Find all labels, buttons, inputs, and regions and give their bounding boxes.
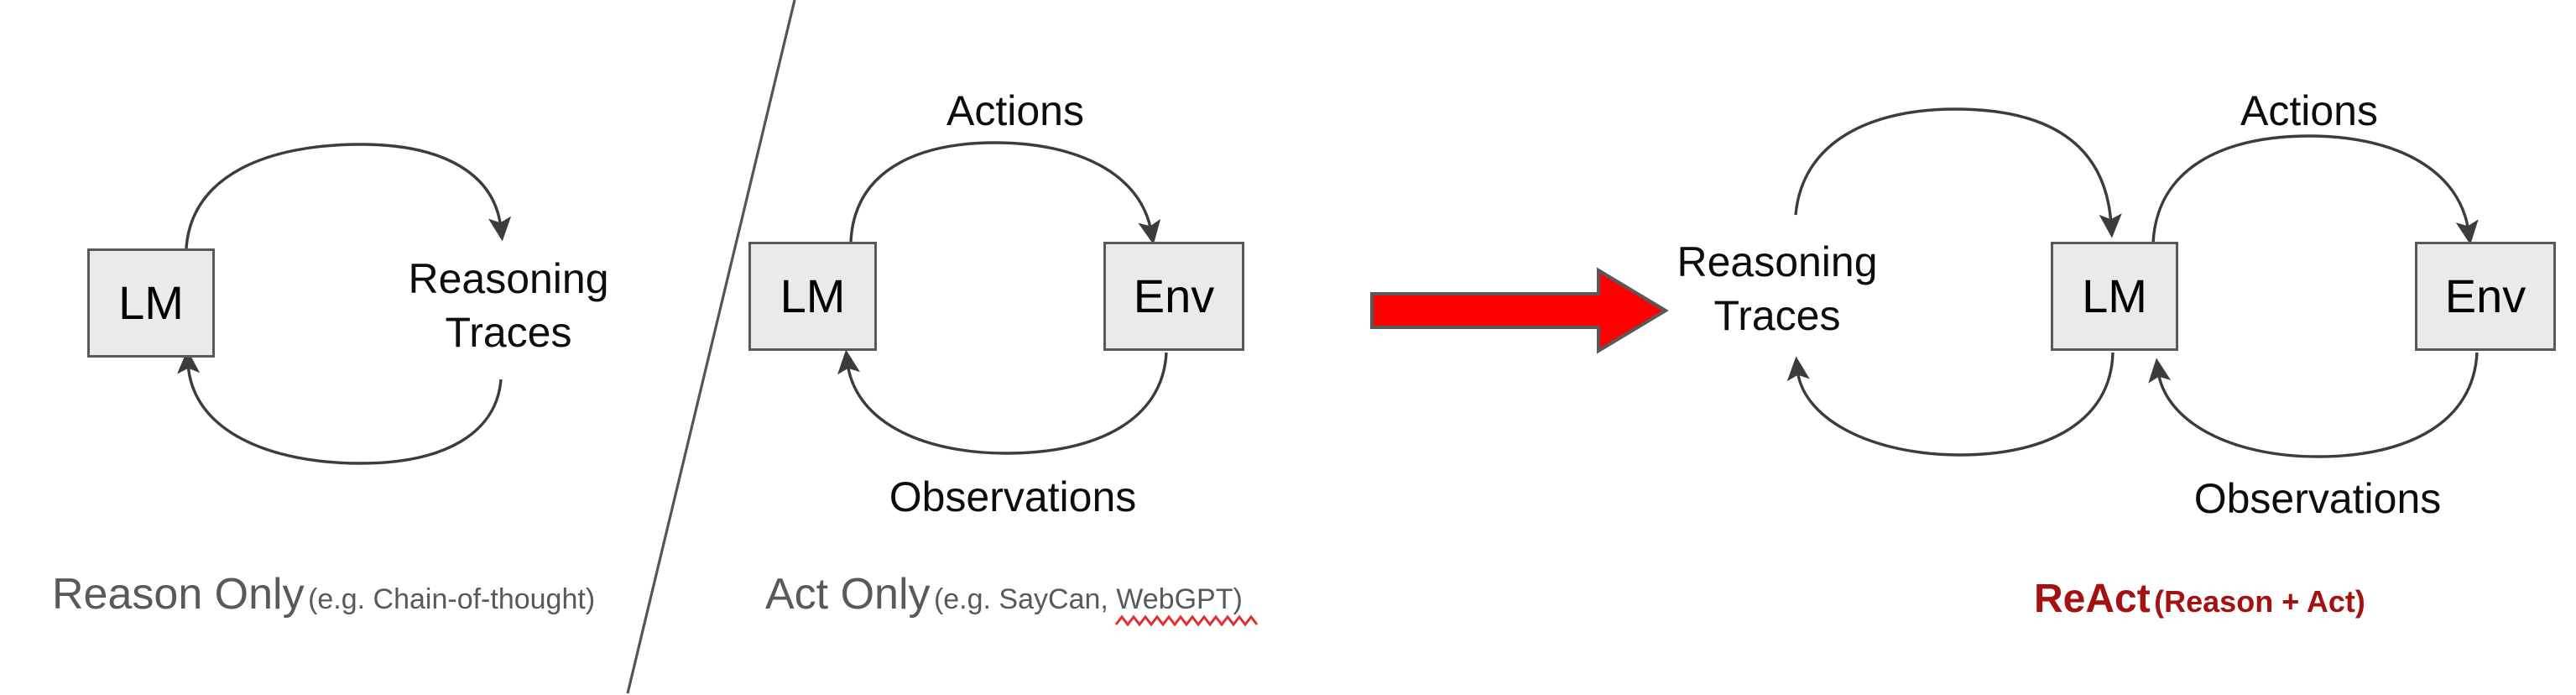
reason-only-reasoning-traces-label: Reasoning Traces <box>408 252 608 359</box>
act-only-caption: Act Only (e.g. SayCan, WebGPT) <box>765 572 1243 616</box>
react-lm-label: LM <box>2082 269 2147 322</box>
react-actions-label: Actions <box>2240 84 2378 138</box>
act-only-observations-label: Observations <box>889 470 1137 524</box>
reason-only-caption-sub: (e.g. Chain-of-thought) <box>308 583 596 615</box>
observations-line-1: Observations <box>889 473 1137 520</box>
reasoning-traces-in-arc <box>177 349 503 465</box>
actions-line-1: Actions <box>946 87 1084 134</box>
react-caption: ReAct (Reason + Act) <box>2034 579 2365 619</box>
react-actions-arc <box>2151 134 2479 245</box>
act-only-lm-box[interactable]: LM <box>748 242 877 351</box>
react-env-label: Env <box>2444 269 2526 322</box>
reason-only-lm-label: LM <box>118 276 184 329</box>
react-reasoning-traces-line-1: Reasoning <box>1676 238 1878 285</box>
act-only-env-box[interactable]: Env <box>1103 242 1244 351</box>
reason-only-caption-main: Reason Only <box>52 570 305 619</box>
react-reasoning-traces-label: Reasoning Traces <box>1676 235 1877 342</box>
react-observations-line-1: Observations <box>2193 475 2442 522</box>
react-caption-main: ReAct <box>2034 577 2151 621</box>
react-reasoning-out-arc <box>1794 107 2122 238</box>
act-observations-arc <box>837 349 1168 455</box>
react-env-box[interactable]: Env <box>2415 242 2556 351</box>
spellcheck-squiggle <box>1114 614 1259 627</box>
act-actions-arc <box>849 141 1161 245</box>
react-caption-sub: (Reason + Act) <box>2154 584 2365 619</box>
act-only-env-label: Env <box>1133 269 1215 322</box>
react-lm-box[interactable]: LM <box>2051 242 2178 351</box>
reasoning-traces-out-arc <box>185 143 512 249</box>
act-only-caption-main: Act Only <box>765 570 931 619</box>
act-only-lm-label: LM <box>780 269 846 322</box>
react-reasoning-in-arc <box>1786 352 2115 457</box>
act-only-caption-sub: (e.g. SayCan, WebGPT) <box>933 583 1243 615</box>
reasoning-traces-line-1: Reasoning <box>408 255 609 302</box>
react-observations-label: Observations <box>2194 472 2442 525</box>
reason-only-caption: Reason Only (e.g. Chain-of-thought) <box>52 572 595 616</box>
react-reasoning-traces-line-2: Traces <box>1713 292 1841 339</box>
reason-only-lm-box[interactable]: LM <box>87 248 215 358</box>
reasoning-traces-line-2: Traces <box>445 309 572 356</box>
act-only-actions-label: Actions <box>946 84 1084 138</box>
react-actions-line-1: Actions <box>2240 87 2378 134</box>
react-observations-arc <box>2148 352 2479 458</box>
transition-red-arrow <box>1370 267 1669 354</box>
